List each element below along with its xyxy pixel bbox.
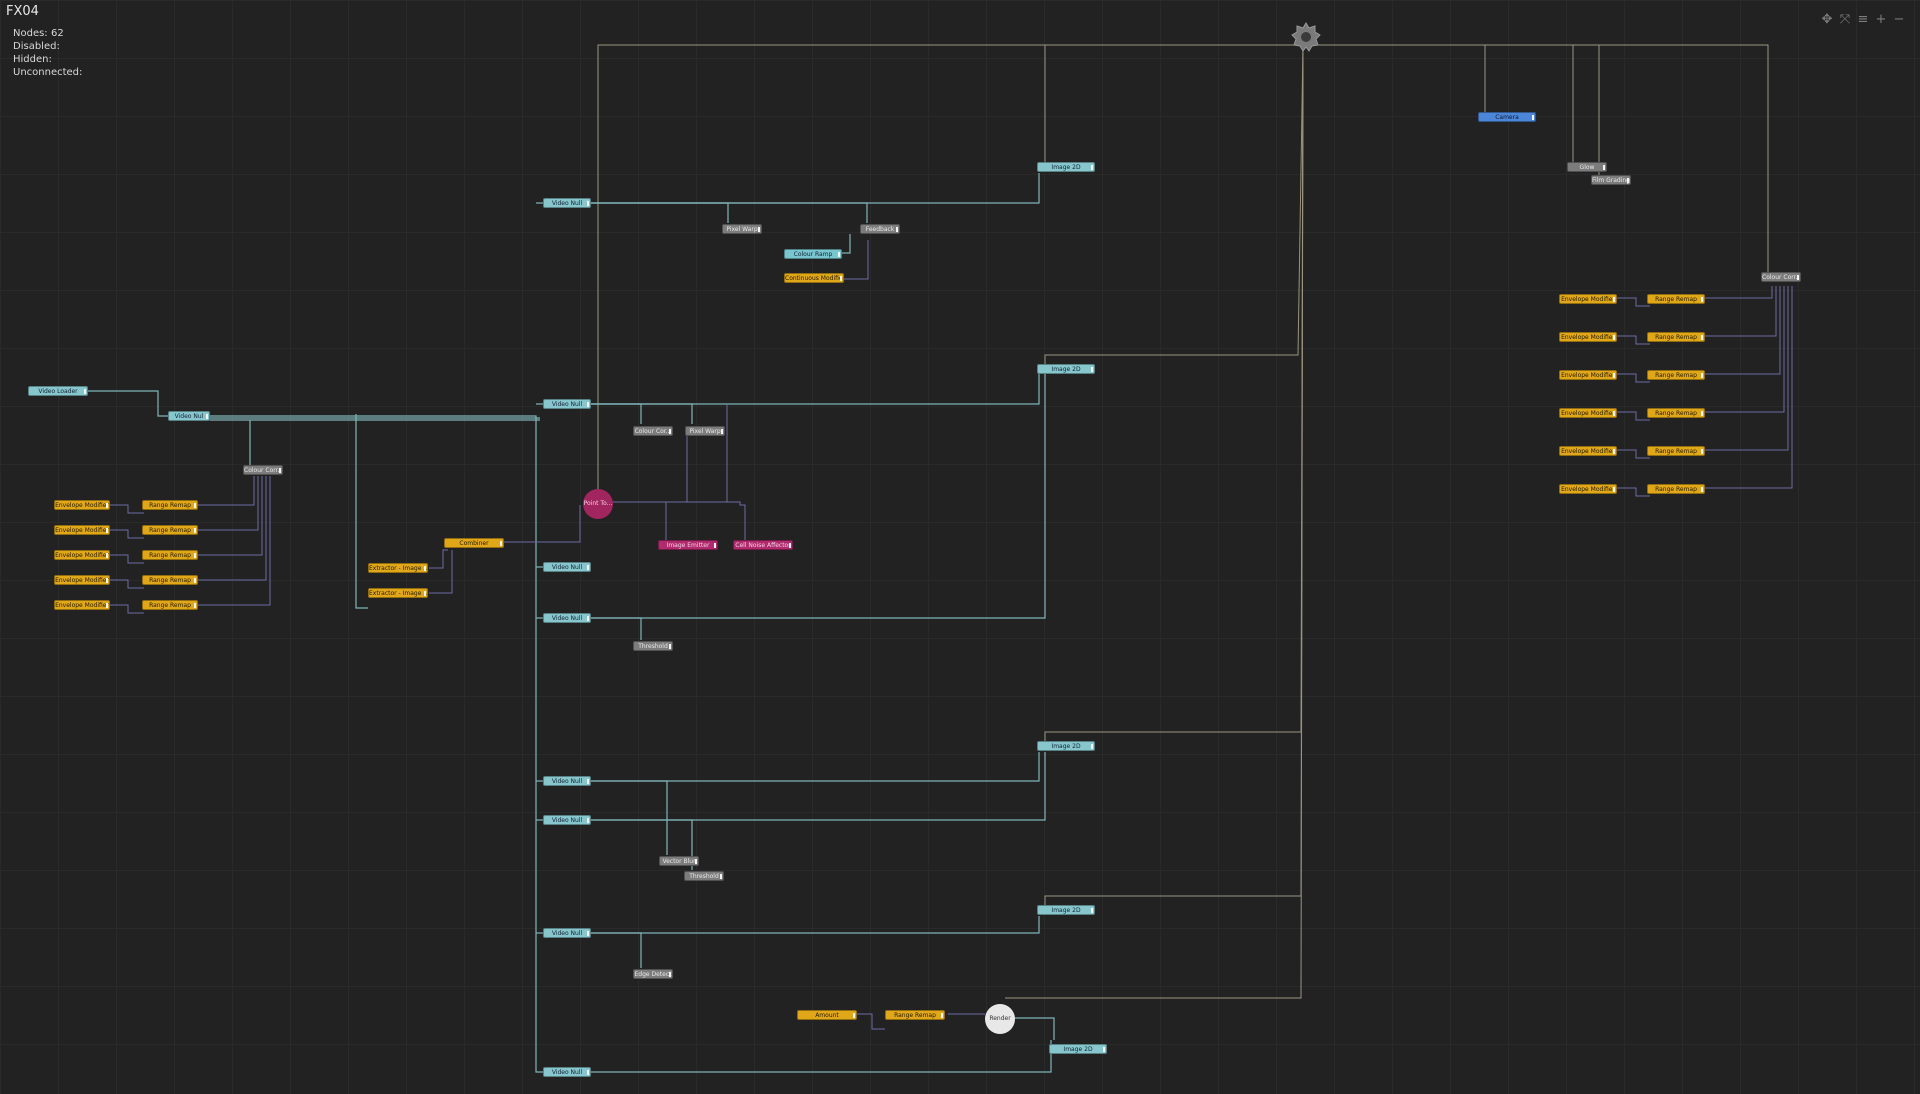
point-to-node[interactable]: Point To... bbox=[583, 489, 613, 519]
film-grading-node[interactable]: Film Grading bbox=[1591, 175, 1631, 185]
colour-ramp-node[interactable]: Colour Ramp bbox=[784, 249, 842, 259]
amount-node[interactable]: Amount bbox=[797, 1010, 857, 1020]
pixel-warp-node[interactable]: Pixel Warp bbox=[685, 426, 725, 436]
root-wires bbox=[597, 44, 1769, 999]
cell-noise-affector-node[interactable]: Cell Noise Affector bbox=[733, 540, 793, 550]
range-remap-node[interactable]: Range Remap bbox=[1647, 484, 1705, 494]
minus-icon[interactable]: − bbox=[1893, 12, 1905, 27]
video-null-node[interactable]: Video Null bbox=[543, 815, 591, 825]
graph-toolbar: ✥ ⤧ ≡ + − bbox=[1820, 13, 1906, 27]
video-null-main-node[interactable]: Video Nul bbox=[168, 411, 210, 421]
render-node[interactable]: Render bbox=[985, 1004, 1015, 1034]
video-null-node[interactable]: Video Null bbox=[543, 562, 591, 572]
move-arrows-icon[interactable]: ✥ bbox=[1821, 12, 1833, 27]
node-stats: Nodes:62 Disabled: Hidden: Unconnected: bbox=[13, 27, 82, 79]
image-2d-node[interactable]: Image 2D bbox=[1037, 905, 1095, 915]
nodes-count-label: Nodes: bbox=[13, 28, 48, 39]
threshold-node[interactable]: Threshold bbox=[633, 641, 673, 651]
video-null-node[interactable]: Video Null bbox=[543, 613, 591, 623]
video-null-node[interactable]: Video Null bbox=[543, 1067, 591, 1077]
vector-blur-node[interactable]: Vector Blur bbox=[659, 856, 699, 866]
range-remap-node[interactable]: Range Remap bbox=[1647, 370, 1705, 380]
modifier-wires bbox=[110, 240, 1793, 1030]
envelope-modifier-node[interactable]: Envelope Modifier bbox=[1559, 446, 1617, 456]
combiner-node[interactable]: Combiner bbox=[444, 538, 504, 548]
threshold-node[interactable]: Threshold bbox=[684, 871, 724, 881]
range-remap-node[interactable]: Range Remap bbox=[142, 550, 198, 560]
glow-node[interactable]: Glow bbox=[1567, 162, 1607, 172]
range-remap-node[interactable]: Range Remap bbox=[142, 500, 198, 510]
continuous-modifier-node[interactable]: Continuous Modifier bbox=[784, 273, 844, 283]
edge-detect-node[interactable]: Edge Detect bbox=[633, 969, 673, 979]
video-null-node[interactable]: Video Null bbox=[543, 928, 591, 938]
extractor-image-node[interactable]: Extractor - Image ... bbox=[368, 563, 428, 573]
range-remap-node[interactable]: Range Remap bbox=[142, 575, 198, 585]
scene-root-node[interactable] bbox=[1289, 20, 1323, 54]
video-loader-node[interactable]: Video Loader bbox=[28, 386, 88, 396]
video-null-node[interactable]: Video Null bbox=[543, 776, 591, 786]
range-remap-node[interactable]: Range Remap bbox=[1647, 332, 1705, 342]
gear-icon bbox=[1291, 22, 1321, 52]
range-remap-node[interactable]: Range Remap bbox=[1647, 408, 1705, 418]
envelope-modifier-node[interactable]: Envelope Modifier bbox=[1559, 294, 1617, 304]
image-2d-node[interactable]: Image 2D bbox=[1049, 1044, 1107, 1054]
range-remap-node[interactable]: Range Remap bbox=[885, 1010, 945, 1020]
unconnected-label: Unconnected: bbox=[13, 67, 83, 78]
envelope-modifier-node[interactable]: Envelope Modifier bbox=[54, 500, 110, 510]
range-remap-node[interactable]: Range Remap bbox=[142, 525, 198, 535]
pixel-warp-node[interactable]: Pixel Warp bbox=[722, 224, 762, 234]
camera-node[interactable]: Camera bbox=[1478, 112, 1536, 122]
envelope-modifier-node[interactable]: Envelope Modifier bbox=[1559, 370, 1617, 380]
video-null-node[interactable]: Video Null bbox=[543, 198, 591, 208]
envelope-modifier-node[interactable]: Envelope Modifier bbox=[54, 550, 110, 560]
expand-icon[interactable]: ⤧ bbox=[1839, 12, 1851, 27]
colour-correction-node[interactable]: Colour Cor... bbox=[633, 426, 673, 436]
envelope-modifier-node[interactable]: Envelope Modifier bbox=[1559, 332, 1617, 342]
envelope-modifier-node[interactable]: Envelope Modifier bbox=[1559, 484, 1617, 494]
image-2d-node[interactable]: Image 2D bbox=[1037, 162, 1095, 172]
envelope-modifier-node[interactable]: Envelope Modifier bbox=[54, 575, 110, 585]
video-wires bbox=[88, 173, 1055, 1073]
envelope-modifier-node[interactable]: Envelope Modifier bbox=[1559, 408, 1617, 418]
plus-icon[interactable]: + bbox=[1875, 12, 1887, 27]
extractor-image-node[interactable]: Extractor - Image ... bbox=[368, 588, 428, 598]
menu-icon[interactable]: ≡ bbox=[1857, 12, 1869, 27]
range-remap-node[interactable]: Range Remap bbox=[142, 600, 198, 610]
range-remap-node[interactable]: Range Remap bbox=[1647, 446, 1705, 456]
hidden-label: Hidden: bbox=[13, 54, 52, 65]
image-emitter-node[interactable]: Image Emitter bbox=[658, 540, 718, 550]
video-null-node[interactable]: Video Null bbox=[543, 399, 591, 409]
disabled-label: Disabled: bbox=[13, 41, 60, 52]
colour-correction-right-node[interactable]: Colour Corr... bbox=[1761, 272, 1801, 282]
range-remap-node[interactable]: Range Remap bbox=[1647, 294, 1705, 304]
image-2d-node[interactable]: Image 2D bbox=[1037, 364, 1095, 374]
project-title: FX04 bbox=[6, 4, 39, 19]
nodes-count-value: 62 bbox=[51, 28, 64, 39]
colour-correction-left-node[interactable]: Colour Corr... bbox=[243, 465, 283, 475]
envelope-modifier-node[interactable]: Envelope Modifier bbox=[54, 600, 110, 610]
feedback-node[interactable]: Feedback bbox=[860, 224, 900, 234]
envelope-modifier-node[interactable]: Envelope Modifier bbox=[54, 525, 110, 535]
image-2d-node[interactable]: Image 2D bbox=[1037, 741, 1095, 751]
